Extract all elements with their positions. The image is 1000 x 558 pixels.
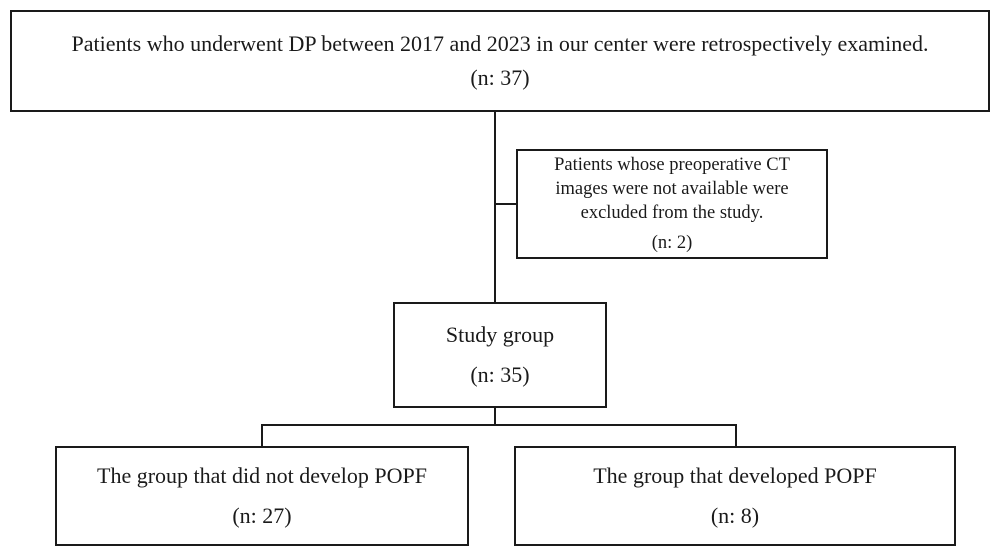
popf-label: The group that developed POPF bbox=[593, 463, 877, 488]
connector-exclusion-branch bbox=[495, 203, 516, 205]
connector-right-drop bbox=[735, 424, 737, 446]
connector-split-horizontal bbox=[261, 424, 737, 426]
study-group-count: (n: 35) bbox=[470, 362, 530, 387]
connector-main-vertical bbox=[494, 112, 496, 302]
no-popf-count: (n: 27) bbox=[232, 503, 292, 528]
box-excluded: Patients whose preoperative CT images we… bbox=[516, 149, 828, 259]
all-patients-label: Patients who underwent DP between 2017 a… bbox=[71, 31, 929, 56]
connector-left-drop bbox=[261, 424, 263, 446]
excluded-label-line3: excluded from the study. bbox=[580, 203, 764, 223]
no-popf-label: The group that did not develop POPF bbox=[97, 463, 427, 488]
connector-split-stem bbox=[494, 408, 496, 425]
box-study-group: Study group (n: 35) bbox=[393, 302, 607, 408]
box-no-popf-group: The group that did not develop POPF (n: … bbox=[55, 446, 469, 546]
all-patients-count: (n: 37) bbox=[470, 65, 530, 90]
excluded-label-line1: Patients whose preoperative CT bbox=[554, 155, 790, 175]
excluded-label-line2: images were not available were bbox=[555, 179, 789, 199]
study-group-label: Study group bbox=[445, 322, 555, 347]
box-popf-group: The group that developed POPF (n: 8) bbox=[514, 446, 956, 546]
box-all-patients: Patients who underwent DP between 2017 a… bbox=[10, 10, 990, 112]
popf-count: (n: 8) bbox=[710, 503, 760, 528]
excluded-count: (n: 2) bbox=[651, 233, 693, 253]
